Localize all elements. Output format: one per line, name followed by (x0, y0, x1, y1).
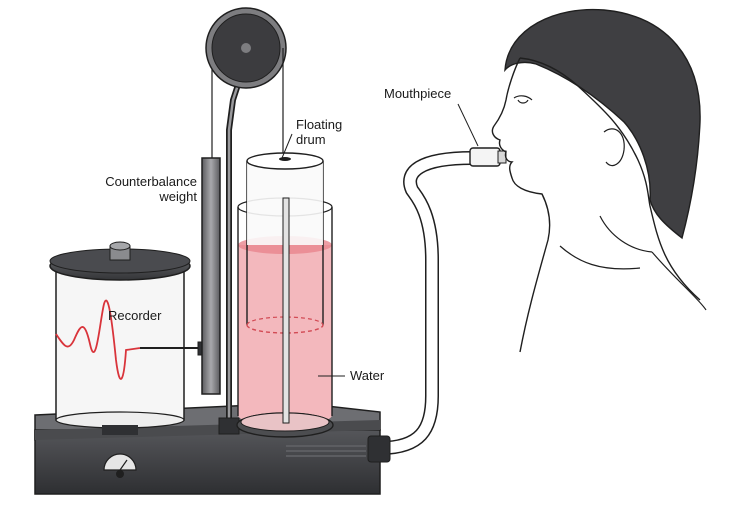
label-recorder-text: Recorder (108, 308, 162, 323)
recorder-drum (50, 242, 190, 435)
label-floating-drum-line2: drum (296, 132, 326, 147)
label-counterbalance-weight: Counterbalance weight (105, 174, 197, 204)
label-counterbalance-line1: Counterbalance (105, 174, 197, 189)
person-eye (514, 96, 532, 103)
pulley-wheel (206, 8, 286, 88)
label-floating-drum: Floating drum (282, 117, 342, 158)
label-mouthpiece-text: Mouthpiece (384, 86, 451, 101)
label-water-text: Water (350, 368, 385, 383)
label-counterbalance-line2: weight (158, 189, 197, 204)
label-mouthpiece: Mouthpiece (384, 86, 478, 146)
breathing-hose (368, 158, 472, 462)
subject-person (492, 10, 706, 352)
person-hair (505, 10, 700, 238)
person-ear (604, 129, 624, 166)
inner-air-tube (283, 198, 289, 423)
label-recorder: Recorder (108, 308, 162, 323)
mouthpiece (470, 148, 506, 166)
counterbalance-weight (202, 48, 220, 394)
label-floating-drum-line1: Floating (296, 117, 342, 132)
base-vent-grille (286, 445, 366, 457)
